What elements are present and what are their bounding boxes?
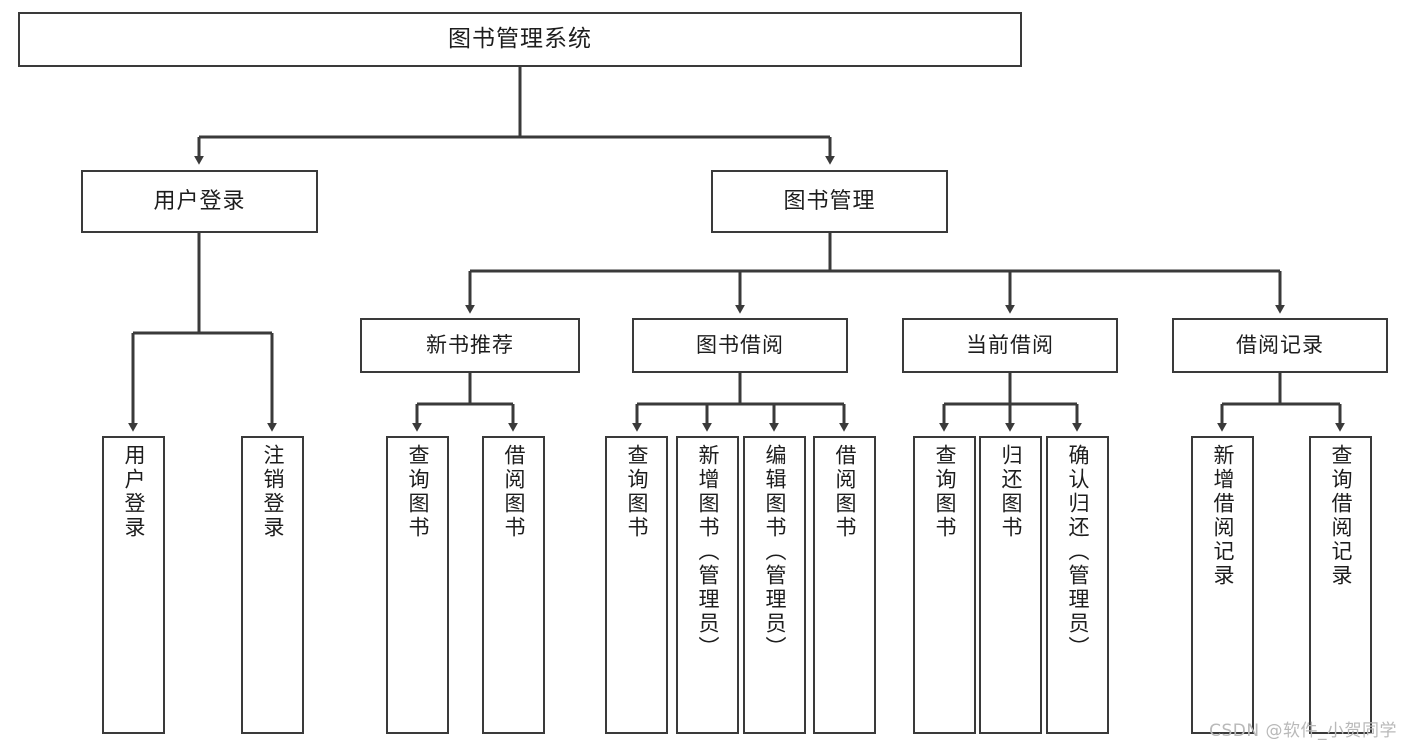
node-label: 查询图书 (406, 444, 430, 540)
node-label: 查询图书 (625, 444, 649, 540)
node-label: 新增图书（管理员） (696, 444, 720, 660)
leaf-edit-book-admin[interactable]: 编辑图书（管理员） (743, 436, 806, 734)
node-label: 查询图书 (933, 444, 957, 540)
watermark-text: CSDN @软件_小贺同学 (1209, 721, 1397, 741)
leaf-return-book[interactable]: 归还图书 (979, 436, 1042, 734)
node-label: 当前借阅 (966, 333, 1054, 357)
node-label: 借阅图书 (833, 444, 857, 540)
leaf-borrow-book-borrow[interactable]: 借阅图书 (813, 436, 876, 734)
node-root-system[interactable]: 图书管理系统 (18, 12, 1022, 67)
leaf-query-book-current[interactable]: 查询图书 (913, 436, 976, 734)
node-label: 借阅图书 (502, 444, 526, 540)
node-label: 借阅记录 (1236, 333, 1324, 357)
node-user-login[interactable]: 用户登录 (81, 170, 318, 233)
leaf-add-borrow-record[interactable]: 新增借阅记录 (1191, 436, 1254, 734)
node-book-borrow[interactable]: 图书借阅 (632, 318, 848, 373)
node-label: 归还图书 (999, 444, 1023, 540)
node-label: 查询借阅记录 (1329, 444, 1353, 588)
node-label: 用户登录 (122, 444, 146, 540)
leaf-query-borrow-record[interactable]: 查询借阅记录 (1309, 436, 1372, 734)
node-new-book-recommend[interactable]: 新书推荐 (360, 318, 580, 373)
node-label: 新书推荐 (426, 333, 514, 357)
leaf-user-login[interactable]: 用户登录 (102, 436, 165, 734)
leaf-query-book-borrow[interactable]: 查询图书 (605, 436, 668, 734)
leaf-logout[interactable]: 注销登录 (241, 436, 304, 734)
node-label: 新增借阅记录 (1211, 444, 1235, 588)
node-book-management[interactable]: 图书管理 (711, 170, 948, 233)
node-label: 用户登录 (153, 188, 246, 214)
node-label: 注销登录 (261, 444, 285, 540)
node-label: 图书管理系统 (448, 26, 592, 52)
node-label: 图书借阅 (696, 333, 784, 357)
node-borrow-record[interactable]: 借阅记录 (1172, 318, 1388, 373)
node-label: 编辑图书（管理员） (763, 444, 787, 660)
node-label: 图书管理 (783, 188, 876, 214)
leaf-borrow-book-recommend[interactable]: 借阅图书 (482, 436, 545, 734)
node-label: 确认归还（管理员） (1066, 444, 1090, 660)
node-current-borrow[interactable]: 当前借阅 (902, 318, 1118, 373)
leaf-confirm-return-admin[interactable]: 确认归还（管理员） (1046, 436, 1109, 734)
leaf-query-book-recommend[interactable]: 查询图书 (386, 436, 449, 734)
leaf-add-book-admin[interactable]: 新增图书（管理员） (676, 436, 739, 734)
